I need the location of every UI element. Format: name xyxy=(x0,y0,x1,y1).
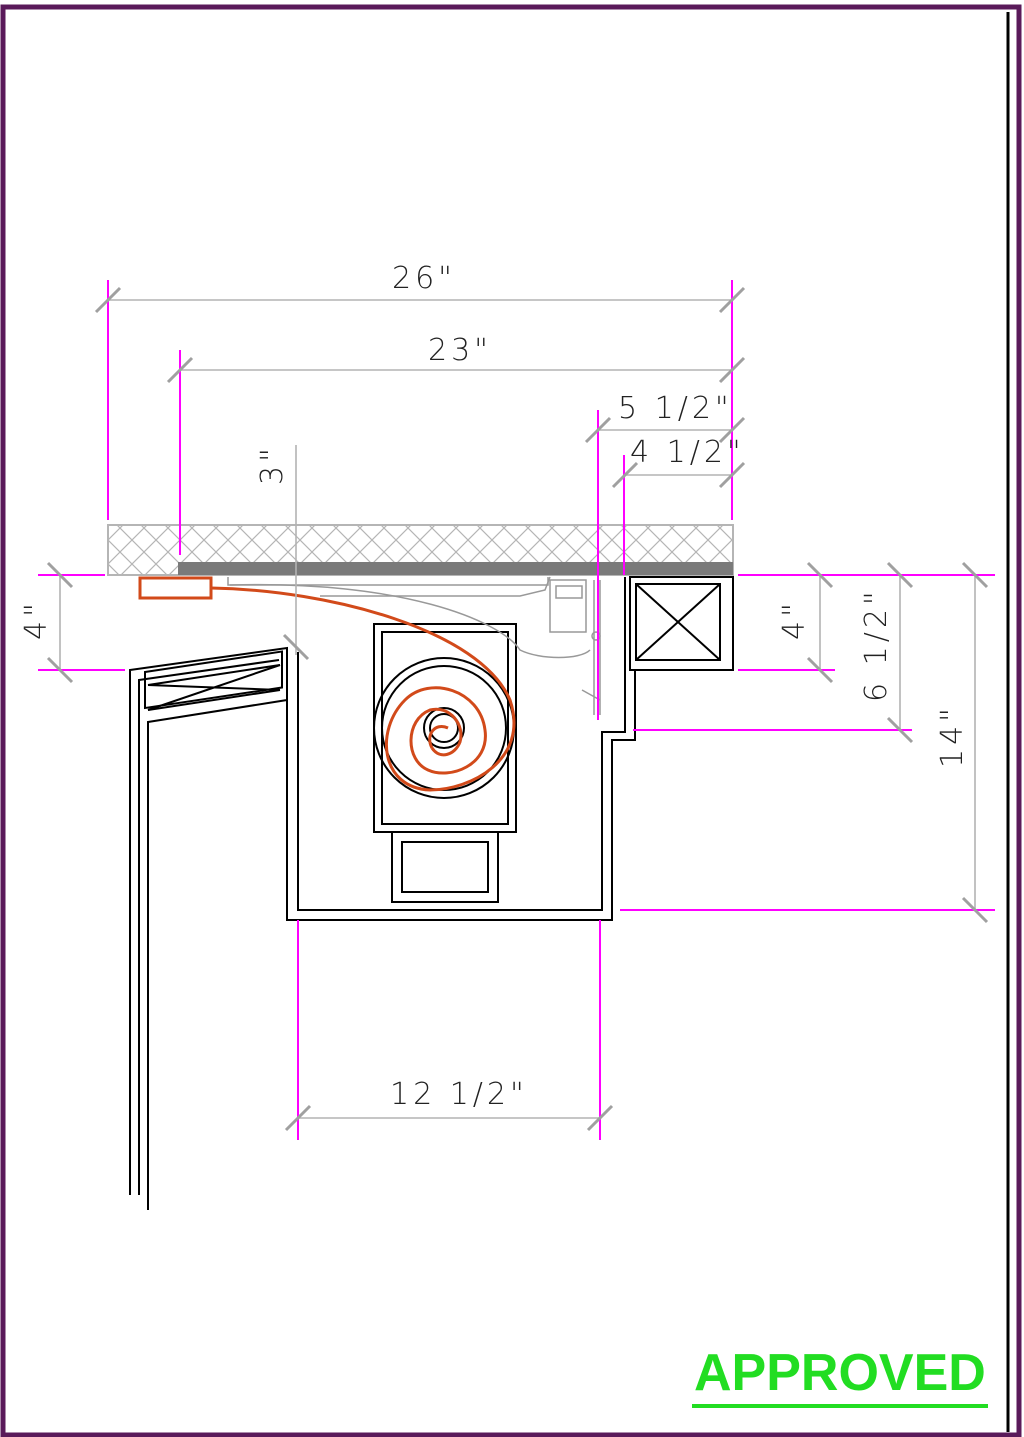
bracket-detail xyxy=(227,576,601,715)
drawing-frame xyxy=(0,4,1022,1437)
dim-overall-width: 26" xyxy=(392,261,456,296)
approved-stamp: APPROVED xyxy=(692,1342,988,1408)
mounting-plate xyxy=(178,562,733,575)
dim-total-height: 14" xyxy=(935,704,970,768)
dim-side-clearance-a: 5 1/2" xyxy=(618,391,733,426)
dimension-ticks xyxy=(46,286,989,1132)
housing-pocket xyxy=(286,577,636,921)
dim-side-clearance-b: 4 1/2" xyxy=(630,435,745,470)
roller-assembly xyxy=(373,623,517,903)
dim-cover-drop: 3" xyxy=(255,444,290,485)
motor-box xyxy=(629,576,734,671)
door-head xyxy=(129,646,288,1210)
dim-cover-width: 23" xyxy=(428,333,492,368)
dim-left-head: 4" xyxy=(19,599,54,640)
extension-lines xyxy=(59,299,976,1119)
dim-right-head: 4" xyxy=(777,599,812,640)
dim-right-height-mid: 6 1/2" xyxy=(859,587,894,702)
dim-bottom-width: 12 1/2" xyxy=(390,1077,528,1112)
cable-coil xyxy=(138,576,516,792)
dimension-lines xyxy=(38,280,995,1140)
